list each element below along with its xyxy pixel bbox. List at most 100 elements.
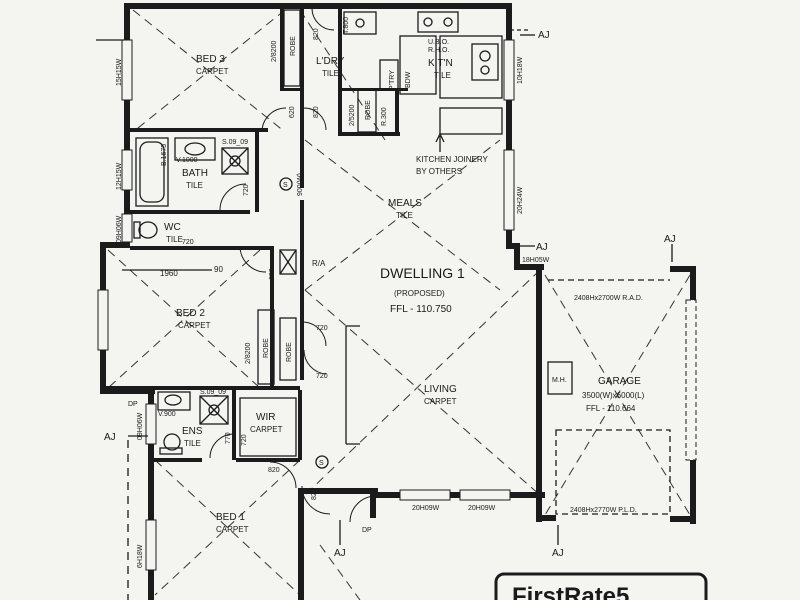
door-code-hall: 820	[313, 106, 320, 118]
aj-label-s: AJ	[334, 548, 346, 559]
note-dim-1960: 1960	[160, 269, 178, 278]
logo-text: FirstRate5	[512, 583, 629, 600]
room-kitn: KIT'N	[428, 58, 453, 69]
smoke-detector-1: S	[283, 182, 288, 189]
door-code-ens: 770	[225, 432, 232, 444]
aj-label-ne: AJ	[538, 30, 550, 41]
note-ra: R/A	[312, 259, 326, 268]
room-ens-finish: TILE	[184, 439, 201, 448]
room-wir-finish: CARPET	[250, 425, 283, 434]
aj-markers: AJ AJ AJ AJ AJ AJ	[96, 29, 676, 600]
note-mh: M.H.	[552, 377, 567, 384]
room-bed2-finish: CARPET	[178, 321, 211, 330]
robe-door-codes: 2/8200 ROBE 2/5200 ROBE 2/8200 ROBE ROBE…	[158, 17, 412, 500]
shower-code-ens: S.09_09	[200, 389, 226, 396]
room-diagonals	[107, 9, 691, 600]
door-code-wir: 720	[241, 434, 248, 446]
robe-label-1: ROBE	[290, 36, 297, 56]
robe-label-2: ROBE	[365, 100, 372, 120]
room-garage-size: 3500(W)x6000(L)	[582, 391, 645, 400]
dwelling-title: DWELLING 1 (PROPOSED) FFL - 110.750	[380, 265, 465, 315]
robe-code-3: 2/8200	[245, 342, 252, 364]
window-code-2: 12H15W	[116, 162, 123, 190]
window-code-9: 20H09W	[412, 505, 440, 512]
dwelling-ffl: FFL - 110.750	[390, 304, 452, 315]
doors	[209, 7, 377, 523]
room-ldry: L'DRY	[316, 56, 345, 67]
room-wc-finish: TILE	[166, 235, 183, 244]
note-kitchen-joinery-1: KITCHEN JOINERY	[416, 155, 489, 164]
room-garage-ffl: FFL - 110.664	[586, 404, 636, 413]
windows	[97, 39, 697, 571]
window-codes: 15H15W 12H15W 09H06W 10H18W 20H24W 18H05…	[116, 56, 550, 568]
window-code-3: 09H06W	[116, 215, 123, 243]
robe-code-1: 2/8200	[271, 40, 278, 62]
window-code-7: 09H06W	[137, 412, 144, 440]
firstrate-logo: FirstRate5	[494, 572, 708, 600]
hall-width: 900(W)	[297, 173, 304, 196]
window-code-6: 18H05W	[522, 257, 550, 264]
smoke-detector-2: S	[319, 460, 324, 467]
room-garage: GARAGE	[598, 376, 641, 387]
note-dp-w: DP	[128, 401, 138, 408]
note-ubo: U.B.O.	[428, 39, 449, 46]
room-bath: BATH	[182, 168, 208, 179]
robe-code-2: 2/5200	[349, 104, 356, 126]
plan-notes: KITCHEN JOINERY BY OTHERS U.B.O. R.H.O. …	[122, 39, 643, 534]
shower-code-bath: S.09_09	[222, 139, 248, 146]
dwelling-status: (PROPOSED)	[394, 289, 445, 298]
room-ldry-finish: TILE	[322, 69, 339, 78]
note-rho: R.H.O.	[428, 47, 449, 54]
aj-label-w: AJ	[104, 432, 116, 443]
room-bath-finish: TILE	[186, 181, 203, 190]
door-code-robe-1: 720	[316, 325, 328, 332]
door-code-wc: 720	[182, 239, 194, 246]
door-code-ldry: 820	[313, 28, 320, 40]
note-rad: 2408Hx2700W R.A.D.	[574, 295, 643, 302]
bath-size: B.1675	[161, 144, 168, 166]
door-code-bed3: 620	[289, 106, 296, 118]
room-bed3: BED 3	[196, 54, 225, 65]
note-dim-90: 90	[214, 265, 223, 274]
room-bed1-finish: CARPET	[216, 525, 249, 534]
room-living: LIVING	[424, 384, 457, 395]
room-wir: WIR	[256, 412, 275, 423]
room-wc: WC	[164, 222, 181, 233]
door-code-bed1: 820	[268, 467, 280, 474]
note-kitchen-joinery-2: BY OTHERS	[416, 167, 462, 176]
window-code-1: 15H15W	[116, 58, 123, 86]
pantry-label: P'TRY	[389, 70, 396, 90]
aj-label-se: AJ	[552, 548, 564, 559]
note-dp-s: DP	[362, 527, 372, 534]
bdw-label: BDW	[405, 71, 412, 88]
interior-walls	[104, 8, 408, 462]
window-code-8: 6H18W	[137, 544, 144, 568]
room-meals-finish: TILE	[396, 211, 413, 220]
room-ens: ENS	[182, 426, 203, 437]
door-code-bath: 720	[243, 184, 250, 196]
robe-label-3: ROBE	[263, 338, 270, 358]
robe-label-4: ROBE	[286, 342, 293, 362]
rhs-label: R.300	[381, 107, 388, 126]
room-labels: BED 3 CARPET L'DRY TILE KIT'N TILE BATH …	[164, 54, 645, 534]
vanity-code-bath: V.1000	[176, 157, 198, 164]
window-code-4: 10H18W	[517, 56, 524, 84]
dwelling-name: DWELLING 1	[380, 265, 465, 281]
fixtures	[133, 9, 671, 515]
door-code-entry: 820	[311, 488, 318, 500]
room-kitn-finish: TILE	[434, 71, 451, 80]
note-pld: 2408Hx2770W P.L.D.	[570, 507, 637, 514]
room-living-finish: CARPET	[424, 397, 457, 406]
room-bed2: BED 2	[176, 308, 205, 319]
door-code-bed2: 620	[269, 268, 276, 280]
window-code-5: 20H24W	[517, 186, 524, 214]
room-bed3-finish: CARPET	[196, 67, 229, 76]
window-code-10: 20H09W	[468, 505, 496, 512]
aj-label-e: AJ	[536, 242, 548, 253]
room-bed1: BED 1	[216, 512, 245, 523]
tub-code: T.800	[343, 17, 350, 34]
door-code-robe-2: 720	[316, 373, 328, 380]
aj-label-garage: AJ	[664, 234, 676, 245]
vanity-code-ens: V.900	[158, 411, 176, 418]
